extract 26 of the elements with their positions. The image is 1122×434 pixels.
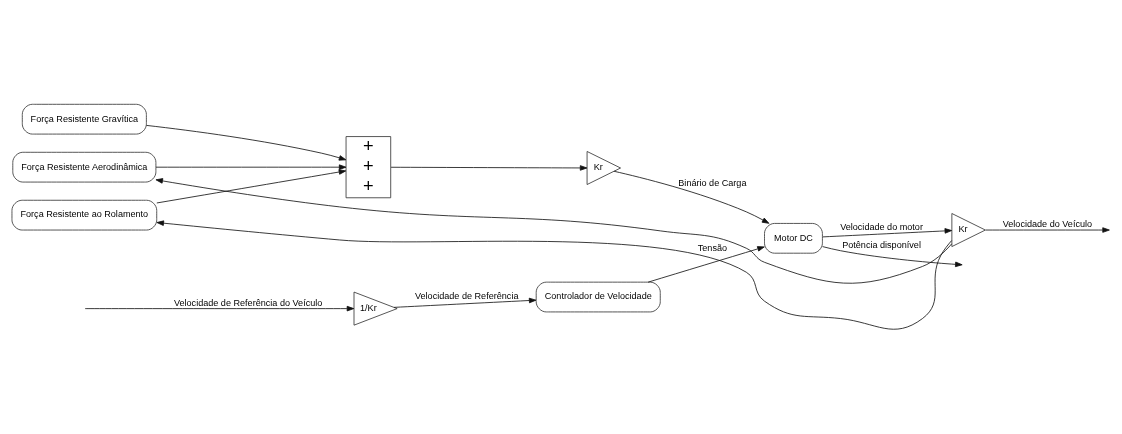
arrow bbox=[156, 169, 347, 204]
node-box: Força Resistente Gravítica bbox=[21, 103, 147, 135]
node-box: Controlador de Velocidade bbox=[535, 281, 661, 313]
arrow bbox=[155, 164, 347, 170]
arrow bbox=[647, 246, 765, 283]
arrow bbox=[613, 170, 770, 224]
edge-label: Velocidade de Referência do Veículo bbox=[173, 297, 323, 308]
arrow bbox=[390, 165, 588, 171]
node-box: Força Resistente Aerodinâmica bbox=[12, 151, 157, 183]
arrow bbox=[146, 125, 347, 161]
arrow bbox=[156, 220, 953, 330]
node-box: Motor DC bbox=[764, 223, 823, 254]
edge-label: Velocidade do motor bbox=[840, 221, 923, 232]
edge-label: Velocidade de Referência bbox=[414, 290, 519, 301]
edge-label: Tensão bbox=[697, 242, 728, 253]
edge-label: Binário de Carga bbox=[678, 178, 747, 189]
arrow bbox=[985, 227, 1110, 233]
node-box: + + + bbox=[345, 136, 392, 199]
arrow bbox=[822, 228, 953, 238]
edge-label: Velocidade do Veículo bbox=[1002, 219, 1093, 230]
node-box: Força Resistente ao Rolamento bbox=[11, 199, 158, 231]
arrow bbox=[155, 178, 953, 284]
arrow bbox=[84, 305, 355, 312]
arrow bbox=[393, 297, 537, 308]
arrow bbox=[822, 246, 963, 268]
edge-label: Potência disponível bbox=[842, 240, 921, 251]
